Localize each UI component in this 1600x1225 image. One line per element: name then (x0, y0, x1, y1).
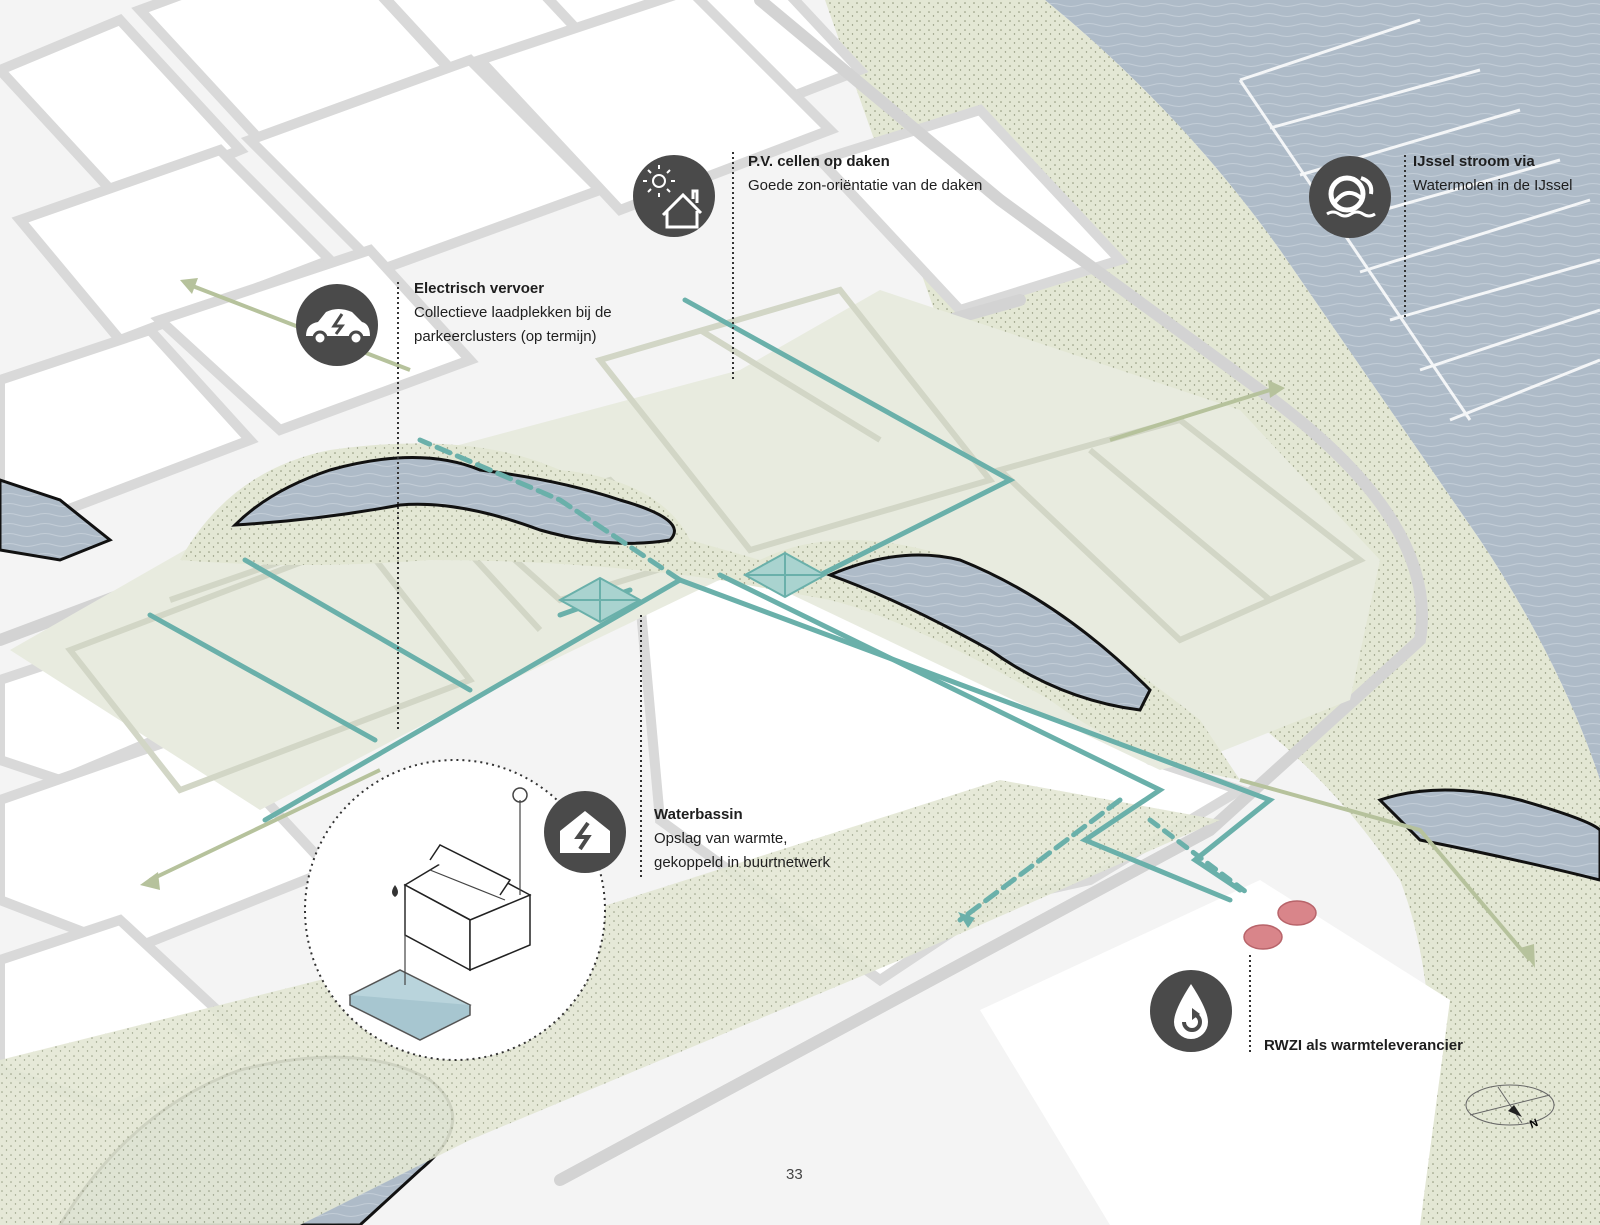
pond-east (825, 553, 1152, 712)
compass-rose (1465, 1084, 1555, 1126)
label-ijssel-desc: Watermolen in de IJssel (1413, 177, 1573, 194)
heat-exchanger-stations (557, 551, 828, 624)
heat-network (147, 297, 1276, 923)
detail-sun-icon (512, 787, 528, 803)
label-basin-title: Waterbassin (654, 806, 743, 823)
label-pv-desc: Goede zon-oriëntatie van de daken (748, 177, 983, 194)
south-road (557, 824, 1213, 1186)
ijssel-river (1045, 0, 1600, 780)
detail-connection-lines (404, 800, 521, 985)
basin-side (349, 995, 471, 1041)
electric-car-icon (296, 284, 378, 366)
pond-far-east (1377, 788, 1600, 882)
detail-drop-icon (392, 885, 398, 897)
label-pv: P.V. cellen op daken Goede zon-oriëntati… (748, 150, 982, 198)
existing-blocks (0, 0, 1130, 1116)
arrow-heads (140, 278, 1535, 968)
label-ev: Electrisch vervoer Collectieve laadplekk… (414, 277, 612, 349)
watermill-icon (1309, 156, 1391, 238)
label-rwzi-title: RWZI als warmteleverancier (1264, 1037, 1463, 1054)
label-pv-title: P.V. cellen op daken (748, 153, 890, 170)
water-drop-recycle-icon (1150, 970, 1232, 1052)
label-basin-desc-2: gekoppeld in buurtnetwerk (654, 854, 830, 871)
label-ev-desc-1: Collectieve laadplekken bij de (414, 304, 612, 321)
label-basin: Waterbassin Opslag van warmte, gekoppeld… (654, 803, 830, 875)
rwzi-site (980, 880, 1450, 1225)
solar-house-icon (633, 155, 715, 237)
label-ijssel: IJssel stroom via Watermolen in de IJsse… (1413, 150, 1573, 198)
rwzi-tank-2 (1243, 924, 1283, 950)
label-ijssel-title: IJssel stroom via (1413, 153, 1535, 170)
dune-belt (180, 443, 1240, 780)
page-number: 33 (786, 1166, 803, 1183)
rwzi-tank-1 (1277, 900, 1317, 926)
label-basin-desc-1: Opslag van warmte, (654, 830, 788, 847)
pond-west (0, 478, 113, 562)
leader-lines (397, 152, 1406, 1055)
jetty-lines (1238, 18, 1600, 422)
label-rwzi: RWZI als warmteleverancier (1264, 1034, 1463, 1058)
label-ev-desc-2: parkeerclusters (op termijn) (414, 328, 597, 345)
south-dune-strip (0, 780, 1220, 1225)
power-house-icon (544, 791, 626, 873)
pond-north (231, 456, 676, 545)
connection-arrows (149, 283, 1532, 962)
label-ev-title: Electrisch vervoer (414, 280, 545, 297)
district-plots (65, 286, 1366, 794)
